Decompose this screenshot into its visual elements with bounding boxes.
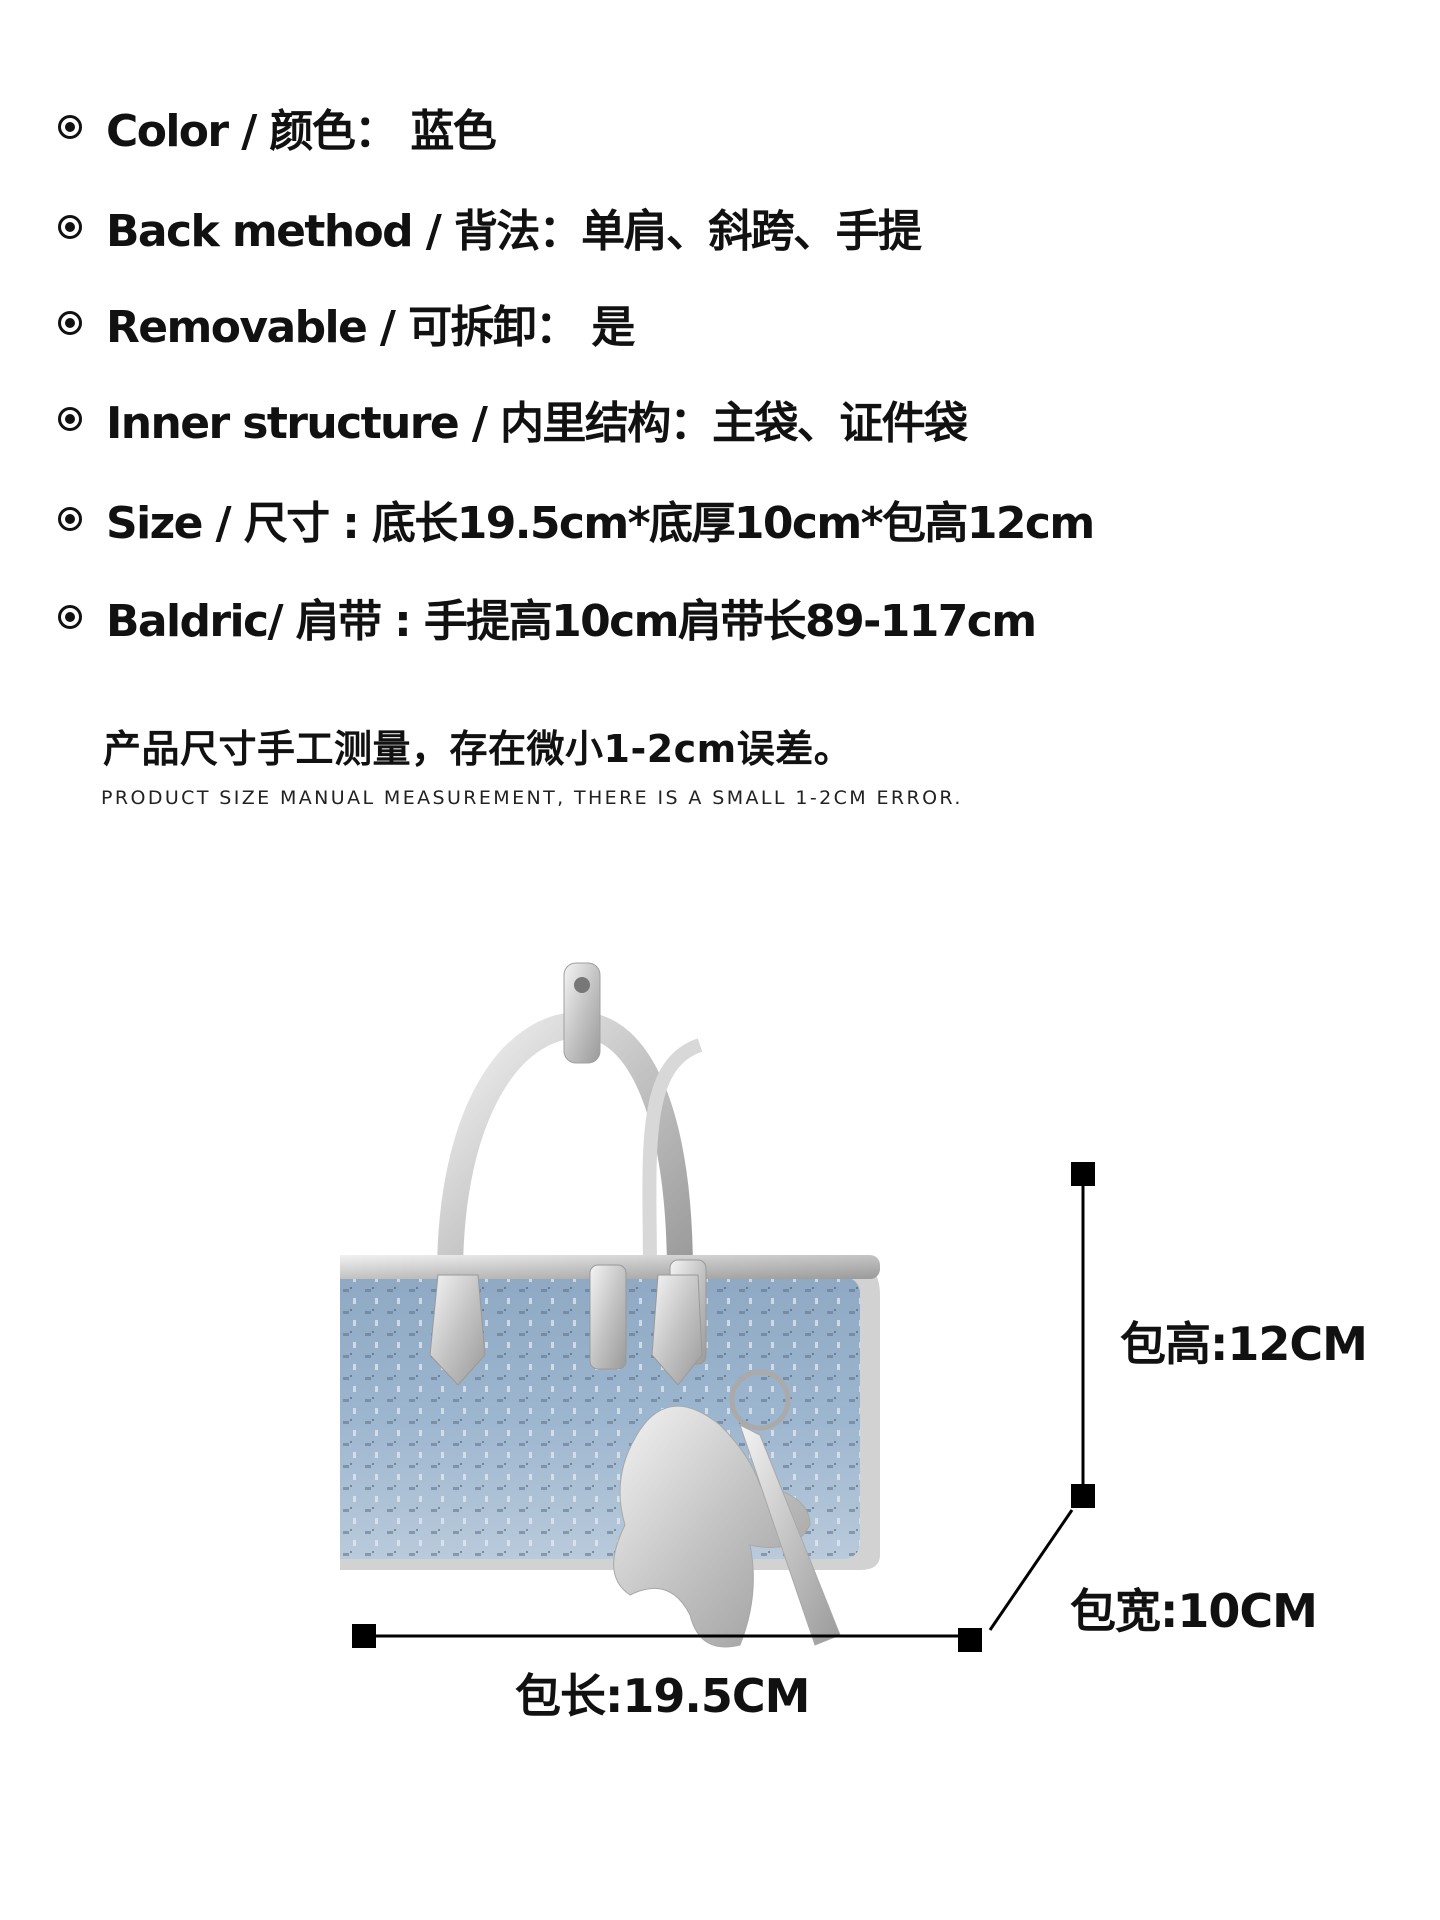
bullet-icon	[58, 215, 82, 239]
spec-text: Color / 颜色： 蓝色	[106, 106, 497, 157]
spec-text: Back method / 背法：单肩、斜跨、手提	[106, 206, 922, 257]
spec-text: Size / 尺寸 : 底长19.5cm*底厚10cm*包高12cm	[106, 498, 1095, 549]
length-dimension-label: 包长:19.5CM	[515, 1669, 810, 1723]
bullet-icon	[58, 605, 82, 629]
measurement-note-en: PRODUCT SIZE MANUAL MEASUREMENT, THERE I…	[101, 787, 963, 809]
dimension-marker	[958, 1628, 982, 1652]
bullet-icon	[58, 507, 82, 531]
spec-row-removable: Removable / 可拆卸： 是	[58, 291, 635, 355]
bullet-icon	[58, 311, 82, 335]
dimension-marker	[1071, 1484, 1095, 1508]
spec-row-back-method: Back method / 背法：单肩、斜跨、手提	[58, 195, 922, 259]
bullet-icon	[58, 115, 82, 139]
spec-text: Removable / 可拆卸： 是	[106, 302, 635, 353]
spec-row-inner-structure: Inner structure / 内里结构：主袋、证件袋	[58, 387, 968, 451]
handbag-image	[340, 962, 880, 1648]
bullet-icon	[58, 407, 82, 431]
spec-row-size: Size / 尺寸 : 底长19.5cm*底厚10cm*包高12cm	[58, 487, 1095, 551]
spec-text: Inner structure / 内里结构：主袋、证件袋	[106, 398, 968, 449]
dimension-marker	[352, 1624, 376, 1648]
spec-text: Baldric/ 肩带 : 手提高10cm肩带长89-117cm	[106, 596, 1037, 647]
width-dimension-label: 包宽:10CM	[1070, 1584, 1318, 1638]
spec-row-baldric: Baldric/ 肩带 : 手提高10cm肩带长89-117cm	[58, 585, 1037, 649]
spec-row-color: Color / 颜色： 蓝色	[58, 95, 497, 159]
height-dimension-label: 包高:12CM	[1120, 1317, 1368, 1371]
dimension-marker	[1071, 1162, 1095, 1186]
measurement-note-cn: 产品尺寸手工测量，存在微小1-2cm误差。	[103, 727, 853, 771]
